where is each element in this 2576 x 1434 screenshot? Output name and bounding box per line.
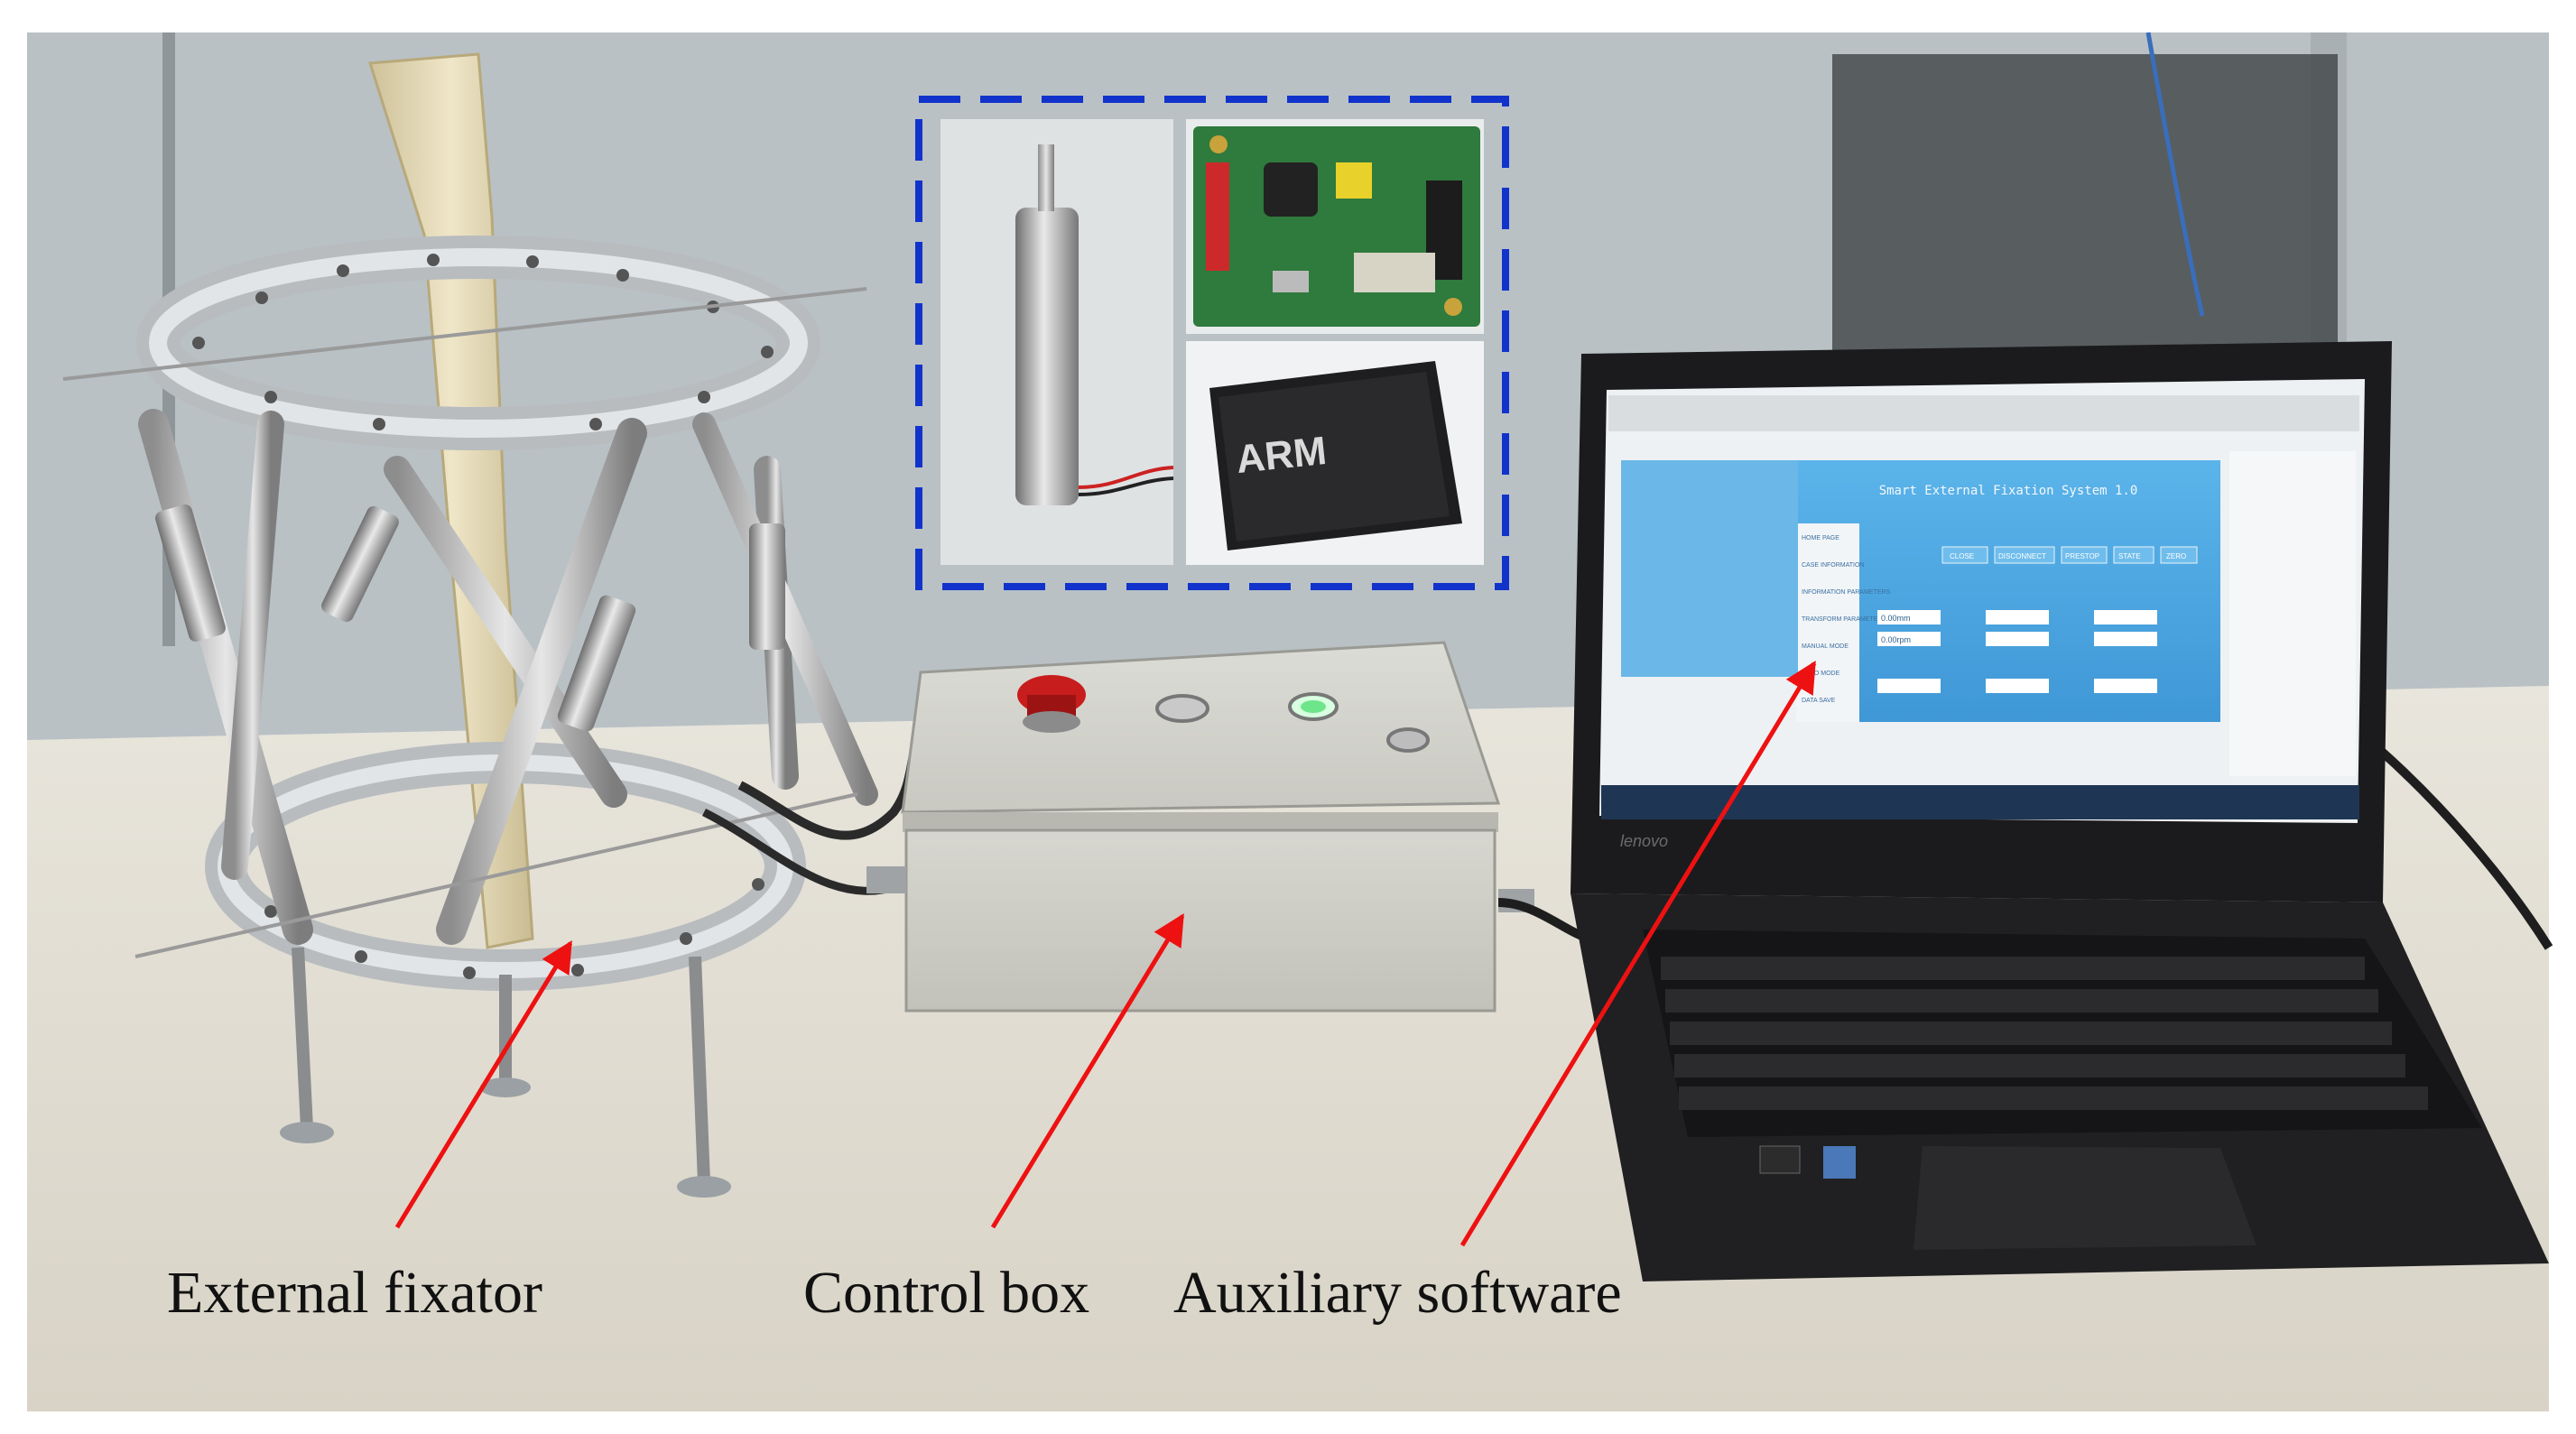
nav-home: HOME PAGE [1802, 535, 1839, 541]
annotation-arrows [394, 661, 1817, 1247]
arrow-external-fixator [394, 940, 573, 1229]
reset-button [1386, 727, 1430, 753]
arrow-auxiliary-software [1459, 661, 1817, 1247]
btn-state: STATE [2118, 552, 2141, 560]
label-external-fixator: External fixator [167, 1260, 542, 1326]
btn-disconnect: DISCONNECT [1998, 552, 2046, 560]
nav-transform: TRANSFORM PARAMETERS [1802, 616, 1886, 623]
nav-info: INFORMATION PARAMETERS [1802, 589, 1890, 596]
nav-auto: AUTO MODE [1802, 671, 1840, 677]
laptop: Smart External Fixation System 1.0 HOME … [1571, 341, 2549, 1281]
btn-zero: ZERO [2166, 552, 2186, 560]
readout-rpm: 0.00rpm [1881, 635, 1911, 644]
label-auxiliary-software: Auxiliary software [1173, 1260, 1622, 1326]
btn-close: CLOSE [1950, 552, 1974, 560]
components-inset: ARM [915, 96, 1509, 590]
laptop-brand: lenovo [1620, 832, 1668, 850]
chip-marking: ARM [1234, 429, 1329, 482]
software-title: Smart External Fixation System 1.0 [1879, 484, 2138, 498]
label-control-box: Control box [803, 1260, 1090, 1326]
power-button [1155, 694, 1209, 723]
nav-manual: MANUAL MODE [1802, 643, 1849, 650]
readout-mm: 0.00mm [1881, 614, 1911, 623]
nav-save: DATA SAVE [1802, 698, 1836, 704]
external-fixator [62, 52, 942, 1198]
btn-prestop: PRESTOP [2065, 552, 2099, 560]
dashed-frame [915, 96, 1509, 590]
software-window [1796, 460, 2220, 722]
control-box [866, 641, 1534, 1013]
nav-case: CASE INFORMATION [1802, 562, 1864, 569]
arrow-control-box [990, 913, 1185, 1229]
